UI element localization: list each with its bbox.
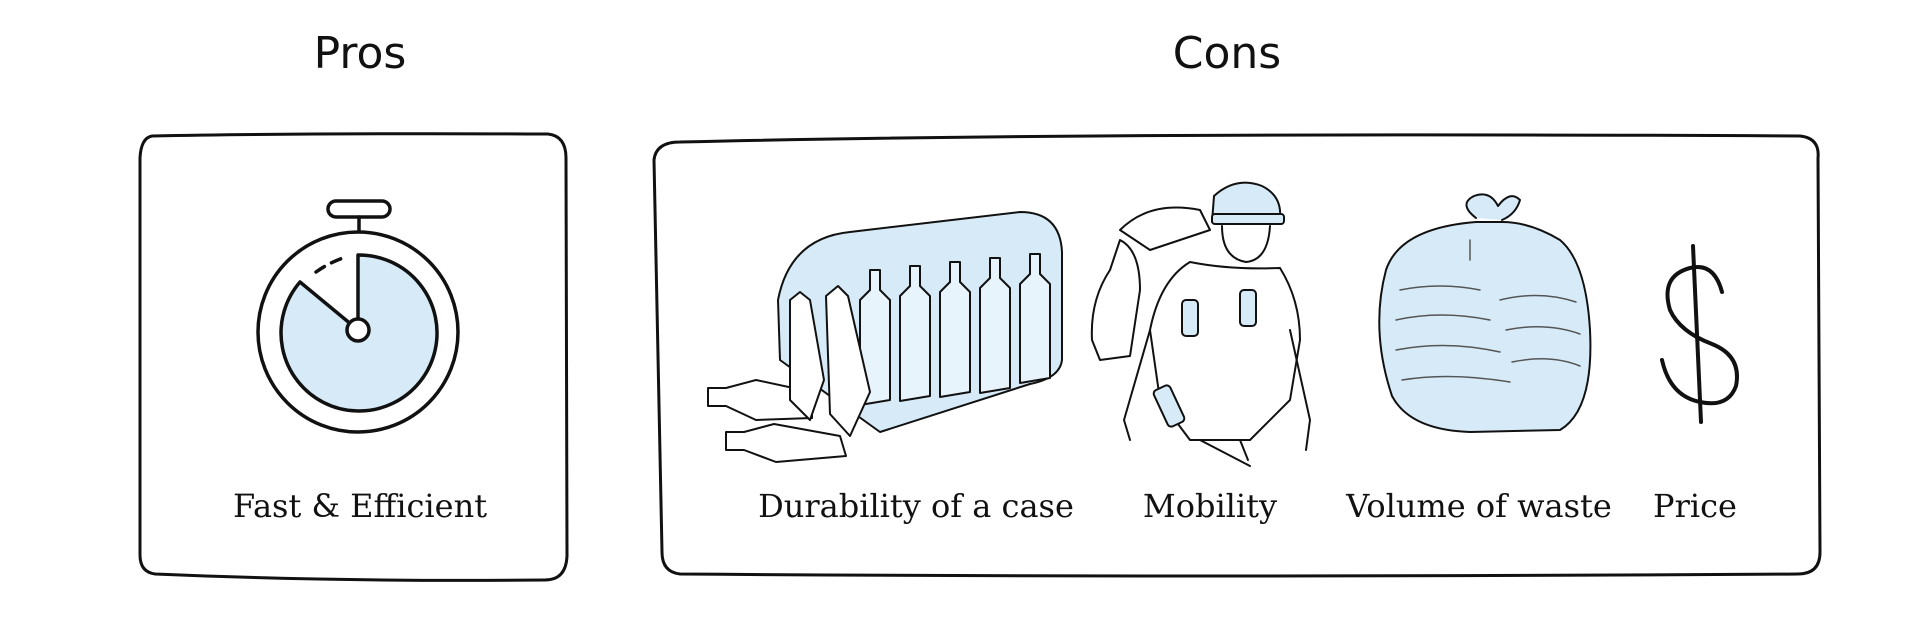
cons-item-label-mobility: Mobility (1142, 487, 1278, 525)
pros-heading: Pros (313, 28, 407, 79)
cons-item-label-durability: Durability of a case (758, 487, 1074, 525)
pros-box (138, 132, 569, 582)
cons-item-label-volume-of-waste: Volume of waste (1346, 487, 1612, 525)
dollar-icon (1660, 244, 1739, 424)
pros-item-label-fast-efficient: Fast & Efficient (232, 487, 488, 525)
cons-box (652, 133, 1822, 578)
cons-heading: Cons (1172, 28, 1282, 79)
cons-item-label-price: Price (1653, 487, 1737, 525)
bottle-case-icon (707, 211, 1063, 463)
trash-bag-icon (1378, 193, 1592, 433)
hiker-with-bottles-icon (1090, 181, 1311, 467)
stopwatch-icon (256, 199, 460, 434)
